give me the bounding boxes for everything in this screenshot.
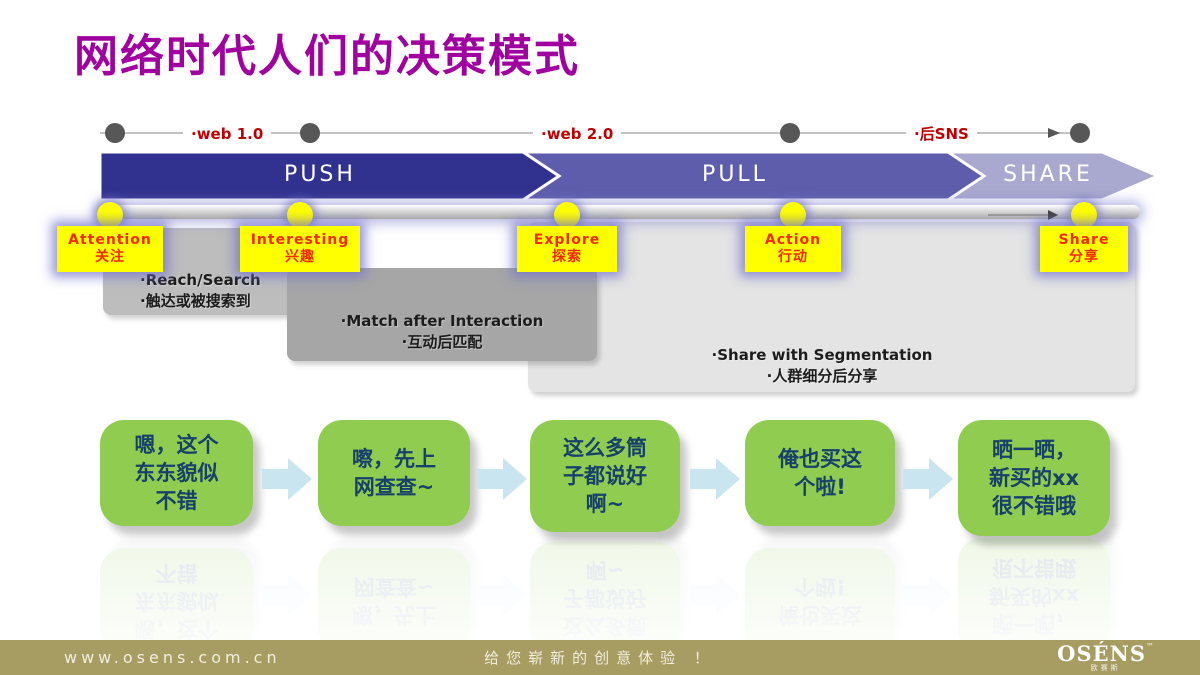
panel-share-segmentation-text: ·Share with Segmentation ·人群细分后分享 [711,346,933,385]
timeline-dot [1070,123,1090,143]
page-title: 网络时代人们的决策模式 [74,31,580,82]
share-label: SHARE [1003,162,1093,187]
share-pointer-arrowhead-icon [1048,210,1058,220]
push-segment [98,150,562,202]
stage-interesting-cn: 兴趣 [285,249,315,265]
stage-share-en: Share [1058,232,1110,248]
bubble-attention: 嗯，这个 东东貌似 不错 [100,420,253,526]
osens-logo: OSÉNS™ 欧赛斯 [1057,643,1154,672]
milestone-postsns: ·后SNS [906,125,977,144]
footer-url: www.osens.com.cn [64,648,281,667]
stage-callout-explore: Explore 探索 [517,226,617,272]
stage-stem-action [787,219,799,229]
process-arrow-graphic [98,150,1162,202]
timeline-arrowhead-icon [1048,128,1060,138]
timeline-dot [780,123,800,143]
consumer-bubbles-row: 嗯，这个 东东貌似 不错 嚓，先上 网查查~ 这么多筒 子都说好 啊~ 俺也买这… [0,420,1200,540]
stage-attention-en: Attention [68,232,152,248]
trademark-icon: ™ [1146,642,1154,651]
osens-logo-subtext: 欧赛斯 [1090,664,1121,672]
panel-match-interaction-text: ·Match after Interaction ·互动后匹配 [340,312,544,351]
pull-label: PULL [702,162,768,187]
timeline-glow-strip [100,205,1140,219]
stage-stem-explore [561,219,573,229]
osens-logo-text: OSÉNS [1057,641,1146,666]
timeline-dot [300,123,320,143]
flow-arrow-icon [477,458,527,500]
stage-action-cn: 行动 [778,249,808,265]
stage-explore-cn: 探索 [552,249,582,265]
bubble-share: 晒一晒， 新买的xx 很不错哦 [958,420,1110,536]
stage-explore-en: Explore [533,232,601,248]
panel-match-interaction [287,268,597,361]
footer-slogan: 给您崭新的创意体验 ！ [484,649,716,667]
flow-arrow-icon [903,458,953,500]
stage-stem-interesting [294,219,306,229]
stage-attention-cn: 关注 [95,249,125,265]
stage-callout-attention: Attention 关注 [57,226,163,272]
footer-bar: www.osens.com.cn 给您崭新的创意体验 ！ OSÉNS™ 欧赛斯 [0,640,1200,675]
bubble-reviews: 这么多筒 子都说好 啊~ [530,420,680,532]
bubble-buy: 俺也买这 个啦! [745,420,895,526]
stage-callout-action: Action 行动 [745,226,841,272]
timeline-dot [105,123,125,143]
stage-stem-share [1078,219,1090,229]
stage-callout-interesting: Interesting 兴趣 [240,226,360,272]
stage-share-cn: 分享 [1069,249,1099,265]
stage-action-en: Action [764,232,822,248]
panel-reach-search-text: ·Reach/Search ·触达或被搜索到 [140,271,261,310]
flow-arrow-icon [262,458,312,500]
reflection-fade [0,545,1200,645]
stage-stem-attention [104,219,116,229]
push-label: PUSH [284,162,356,187]
milestone-web1: ·web 1.0 [183,125,272,144]
bubble-search: 嚓，先上 网查查~ [318,420,470,526]
flow-arrow-icon [690,458,740,500]
stage-callout-share: Share 分享 [1040,226,1128,272]
milestone-web2: ·web 2.0 [533,125,622,144]
share-pointer-line [988,214,1052,216]
stage-interesting-en: Interesting [250,232,350,248]
